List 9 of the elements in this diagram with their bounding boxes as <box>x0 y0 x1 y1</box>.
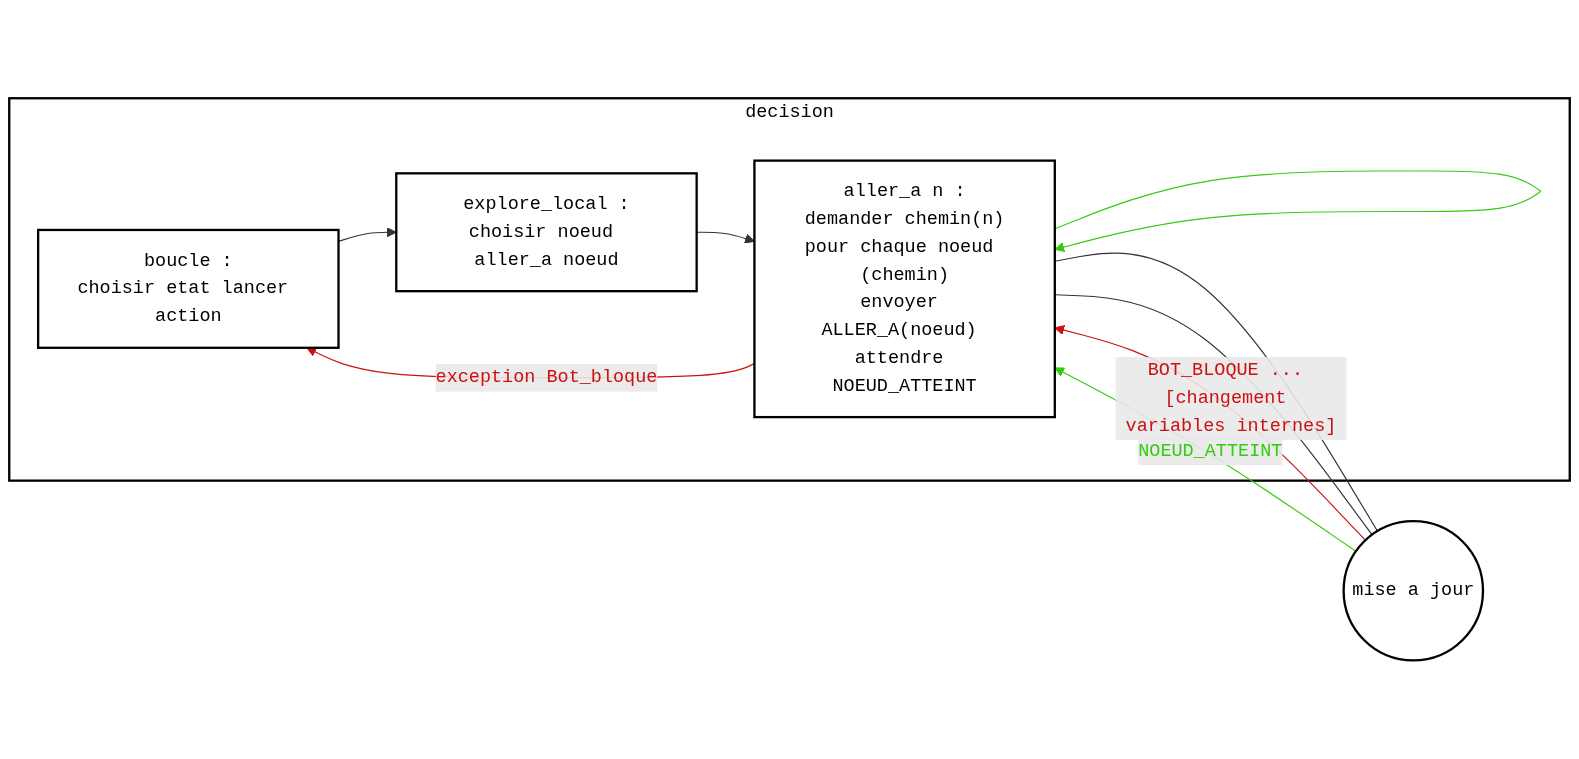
node-box: explore_local : choisir noeud aller_a noeud <box>395 172 698 293</box>
node-box: aller_a n : demander chemin(n) pour chaque noeud (chemin) envoyer ALLER_A(noeud) attendre NOEUD_ATTEINT <box>753 159 1056 419</box>
node-box: boucle : choisir etat lancer action <box>36 228 340 350</box>
edge-label: NOEUD_ATTEINT <box>1138 441 1283 462</box>
edge-label: BOT_BLOQUE ... [changement variables internes] <box>1125 360 1337 437</box>
arrow <box>696 231 755 244</box>
node-circle: mise a jour <box>1342 520 1485 662</box>
edge-label: exception Bot_bloque <box>435 367 658 389</box>
arrow <box>1054 325 1366 541</box>
